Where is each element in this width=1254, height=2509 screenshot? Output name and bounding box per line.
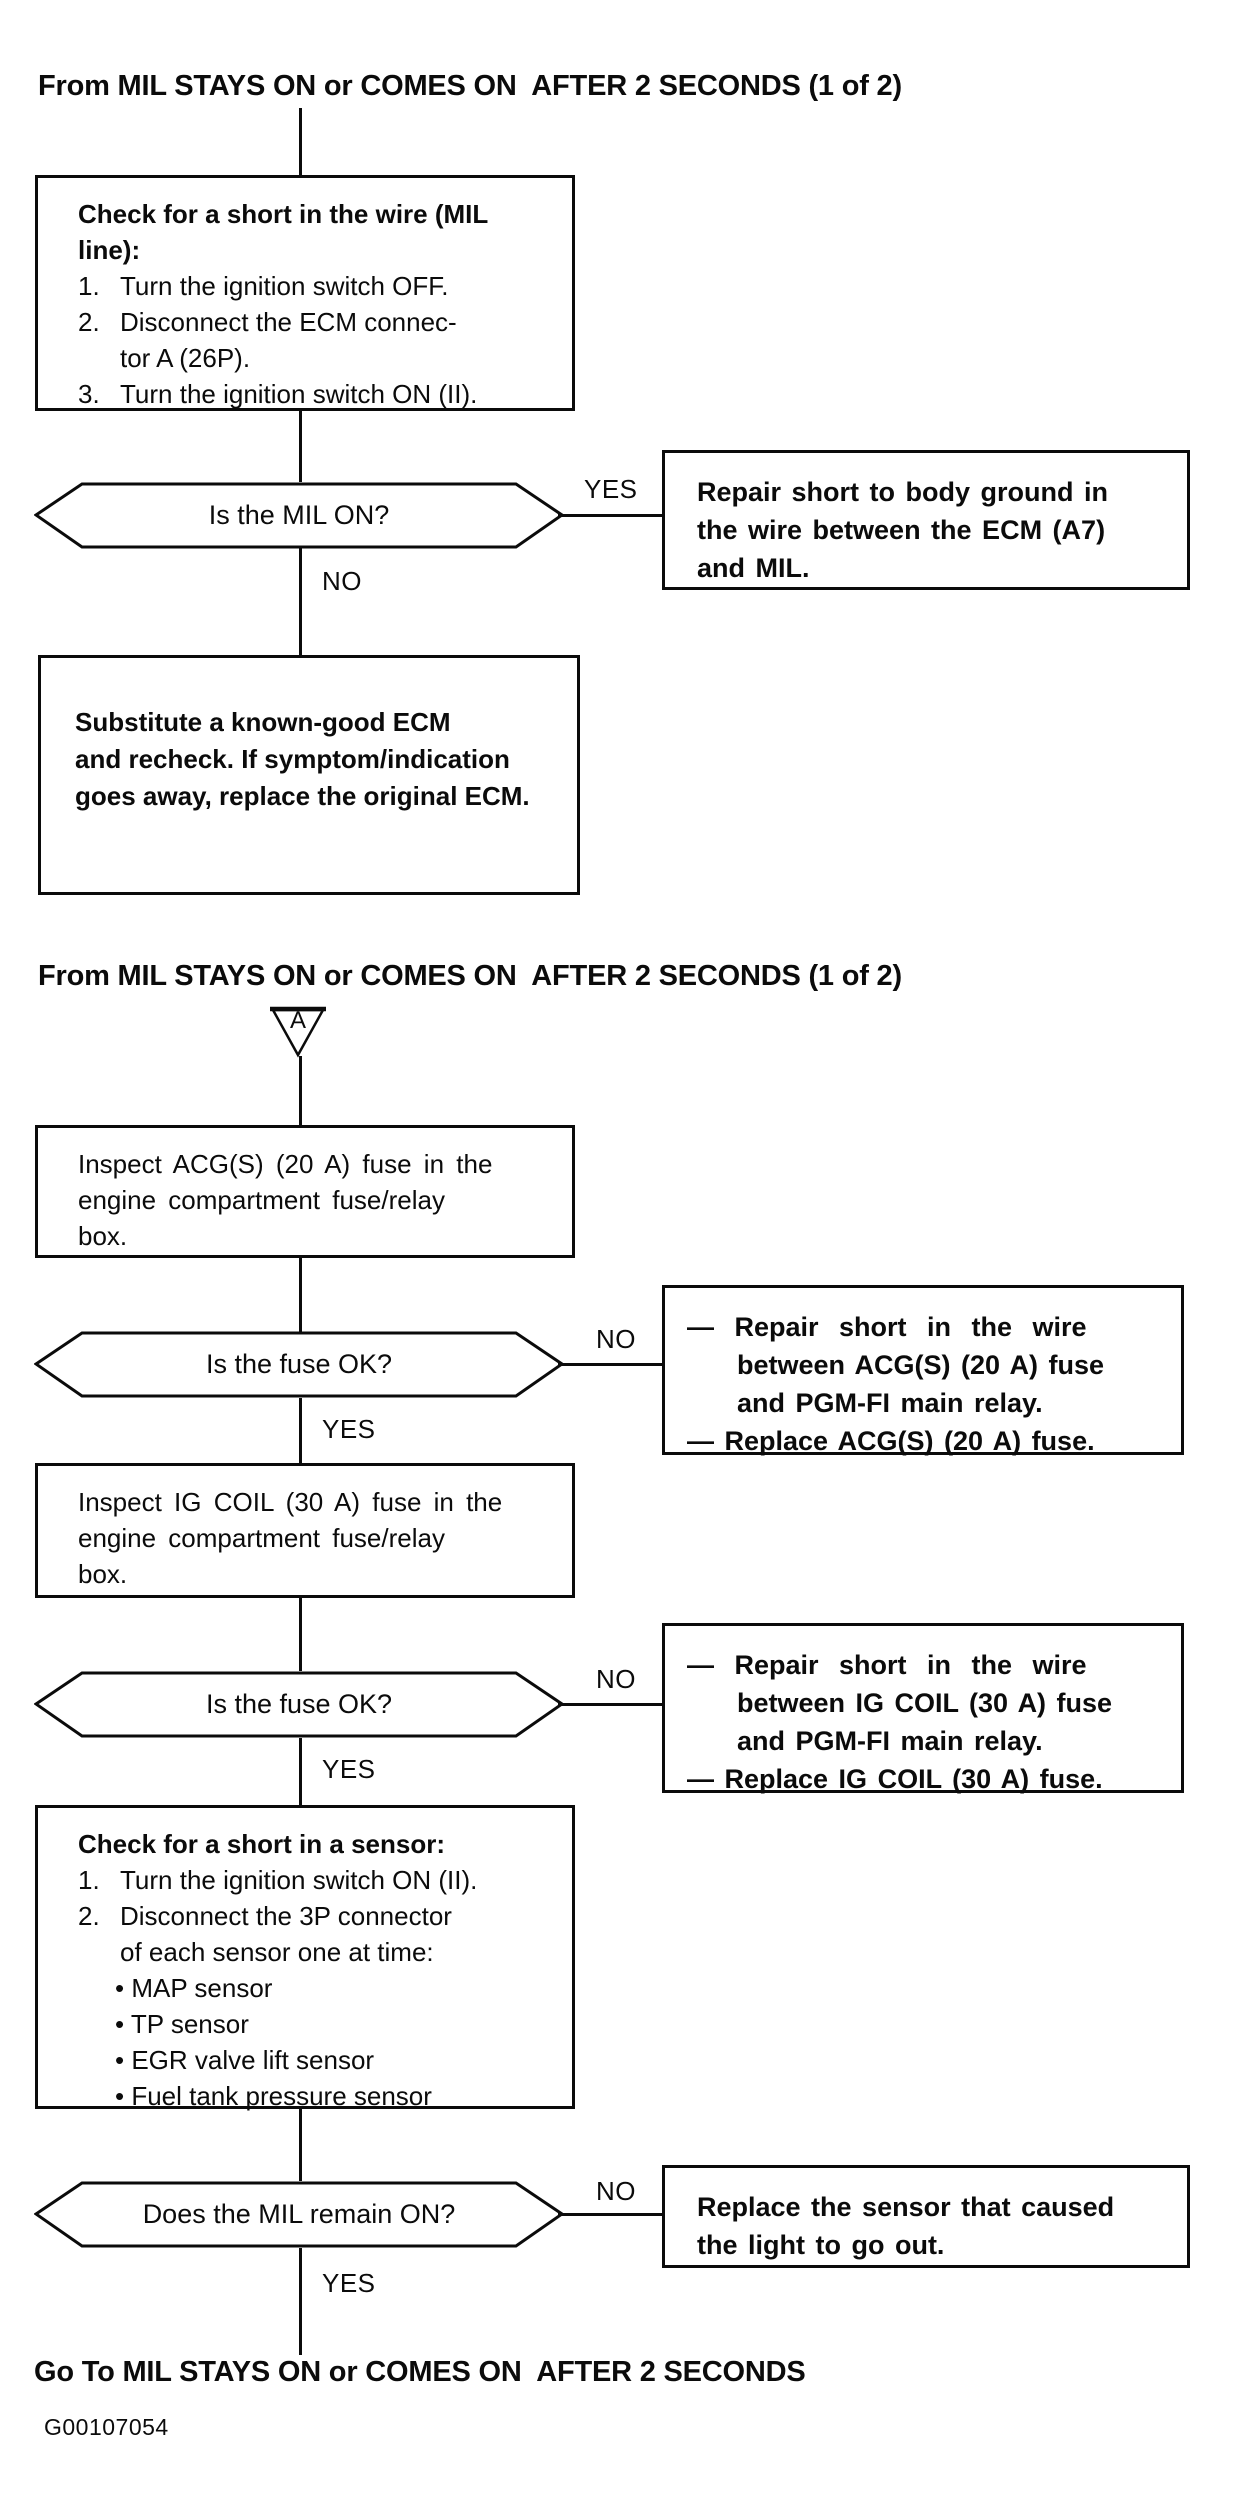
decision-mil-remain-on: Does the MIL remain ON?: [34, 2181, 564, 2248]
check-wire-step-2: 2. Disconnect the ECM connec- tor A (26P…: [78, 304, 558, 376]
connector-a-label: A: [289, 1007, 306, 1034]
decision-question: Is the fuse OK?: [205, 1349, 393, 1379]
connector-a: A: [270, 1006, 326, 1058]
section2-title: From MIL STAYS ON or COMES ON AFTER 2 SE…: [38, 960, 902, 992]
flow-line-decision3-to-box5: [299, 1738, 302, 1806]
step-number: 3.: [78, 379, 100, 409]
step-text: Turn the ignition switch ON (II).: [120, 379, 478, 409]
flow-line-decision1-to-box2: [299, 548, 302, 655]
label-yes-3: YES: [322, 1754, 376, 1784]
label-no-2: NO: [596, 1324, 636, 1354]
action-text: Repair short to body ground in the wire …: [697, 477, 1108, 583]
check-wire-step-3: 3. Turn the ignition switch ON (II).: [78, 376, 558, 412]
process-box-check-sensor: Check for a short in a sensor: 1. Turn t…: [35, 1805, 575, 2111]
step-number: 2.: [78, 1901, 100, 1931]
inspect-ig-text: Inspect IG COIL (30 A) fuse in the engin…: [78, 1487, 503, 1589]
flow-line-box5-to-decision4: [299, 2109, 302, 2181]
sensor-item: • MAP sensor: [115, 1973, 273, 2003]
decision-question: Is the MIL ON?: [208, 500, 390, 530]
action-box-repair-ig: — Repair short in the wire between IG CO…: [662, 1623, 1184, 1794]
process-box-substitute-ecm: Substitute a known-good ECM and recheck.…: [38, 655, 580, 895]
sensor-item: • TP sensor: [115, 2009, 249, 2039]
label-no-1: NO: [322, 566, 362, 596]
sensor-item: • EGR valve lift sensor: [115, 2045, 375, 2075]
action-item: — Repair short in the wire between IG CO…: [687, 1650, 1113, 1756]
process-box-check-wire: Check for a short in the wire (MIL line)…: [35, 175, 575, 411]
check-wire-step-1: 1. Turn the ignition switch OFF.: [78, 268, 558, 304]
action-box-repair-acg: — Repair short in the wire between ACG(S…: [662, 1285, 1184, 1456]
label-no-3: NO: [596, 1664, 636, 1694]
step-text: Disconnect the 3P connector of each sens…: [120, 1901, 452, 1967]
decision-question: Does the MIL remain ON?: [142, 2199, 456, 2229]
decision-is-mil-on: Is the MIL ON?: [34, 482, 564, 549]
flow-line-decision3-to-action3: [558, 1703, 666, 1706]
label-yes-1: YES: [584, 474, 638, 504]
inspect-acg-text: Inspect ACG(S) (20 A) fuse in the engine…: [78, 1149, 493, 1251]
flow-line-decision1-to-action1: [558, 514, 666, 517]
decision-is-fuse-ok-ig: Is the fuse OK?: [34, 1671, 564, 1738]
check-sensor-step-2: 2. Disconnect the 3P connector of each s…: [78, 1898, 560, 1970]
flow-line-box4-to-decision3: [299, 1598, 302, 1671]
label-yes-2: YES: [322, 1414, 376, 1444]
sensor-bullet-list: • MAP sensor • TP sensor • EGR valve lif…: [115, 1970, 560, 2114]
process-box-inspect-ig: Inspect IG COIL (30 A) fuse in the engin…: [35, 1463, 575, 1598]
action-item: — Repair short in the wire between ACG(S…: [687, 1312, 1105, 1418]
check-sensor-heading: Check for a short in a sensor:: [78, 1829, 445, 1859]
action-box-repair-short: Repair short to body ground in the wire …: [662, 450, 1190, 590]
flow-line-decision2-to-action2: [558, 1363, 666, 1366]
flow-line-title-to-box1: [299, 108, 302, 175]
action-item: — Replace ACG(S) (20 A) fuse.: [687, 1426, 1095, 1456]
check-sensor-step-1: 1. Turn the ignition switch ON (II).: [78, 1862, 560, 1898]
step-number: 1.: [78, 271, 100, 301]
process-box-inspect-acg: Inspect ACG(S) (20 A) fuse in the engine…: [35, 1125, 575, 1258]
step-text: Turn the ignition switch OFF.: [120, 271, 449, 301]
figure-id: G00107054: [44, 2414, 169, 2440]
decision-is-fuse-ok-acg: Is the fuse OK?: [34, 1331, 564, 1398]
step-number: 2.: [78, 307, 100, 337]
flow-line-box1-to-decision1: [299, 411, 302, 482]
step-text: Turn the ignition switch ON (II).: [120, 1865, 478, 1895]
action-box-replace-sensor: Replace the sensor that caused the light…: [662, 2165, 1190, 2268]
flow-line-box3-to-decision2: [299, 1258, 302, 1332]
flow-line-decision4-to-action4: [558, 2213, 666, 2216]
label-yes-4: YES: [322, 2268, 376, 2298]
flow-line-decision4-to-goto: [299, 2248, 302, 2355]
goto-title: Go To MIL STAYS ON or COMES ON AFTER 2 S…: [34, 2356, 806, 2388]
action-item: — Replace IG COIL (30 A) fuse.: [687, 1764, 1103, 1794]
connector-a-triangle-icon: [270, 1006, 326, 1058]
flow-line-decision2-to-box4: [299, 1398, 302, 1463]
section1-title: From MIL STAYS ON or COMES ON AFTER 2 SE…: [38, 70, 902, 102]
sensor-item: • Fuel tank pressure sensor: [115, 2081, 432, 2111]
step-text: Disconnect the ECM connec- tor A (26P).: [120, 307, 457, 373]
label-no-4: NO: [596, 2176, 636, 2206]
action-text: Replace the sensor that caused the light…: [697, 2192, 1115, 2260]
flow-line-connector-to-box3: [299, 1056, 302, 1126]
substitute-ecm-text: Substitute a known-good ECM and recheck.…: [75, 707, 530, 811]
check-wire-heading: Check for a short in the wire (MIL line)…: [78, 199, 489, 265]
step-number: 1.: [78, 1865, 100, 1895]
decision-question: Is the fuse OK?: [205, 1689, 393, 1719]
